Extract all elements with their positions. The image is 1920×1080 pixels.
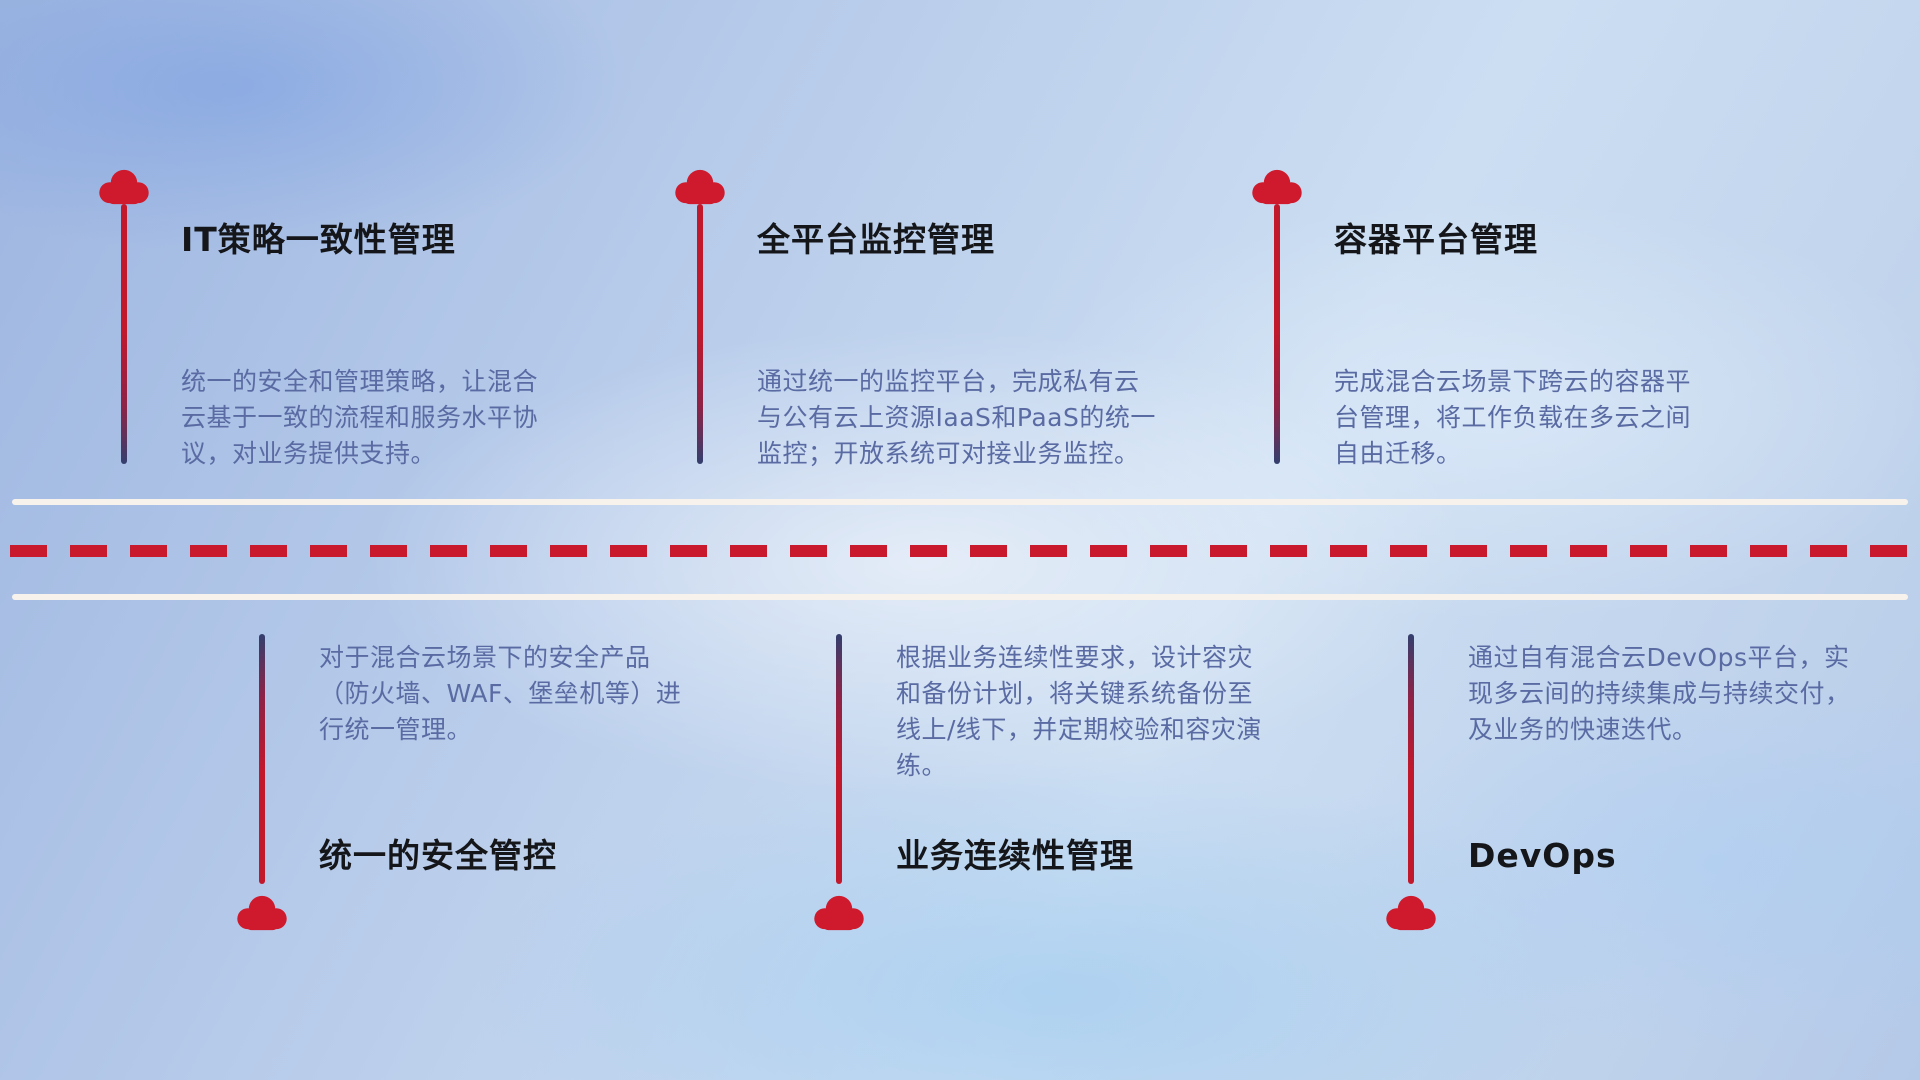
cloud-icon <box>1382 894 1440 932</box>
cloud-icon <box>1248 168 1306 206</box>
pin-line <box>1274 204 1280 464</box>
divider-line-bottom <box>12 594 1908 600</box>
pin-line <box>121 204 127 464</box>
pin-line <box>697 204 703 464</box>
divider-dashed-line <box>10 545 1910 557</box>
item-title: 全平台监控管理 <box>757 220 995 259</box>
cloud-icon <box>810 894 868 932</box>
cloud-icon <box>95 168 153 206</box>
cloud-icon <box>671 168 729 206</box>
item-description: 完成混合云场景下跨云的容器平台管理，将工作负载在多云之间自由迁移。 <box>1334 367 1692 468</box>
item-description: 通过统一的监控平台，完成私有云与公有云上资源IaaS和PaaS的统一监控；开放系… <box>757 367 1156 468</box>
pin-line <box>1408 634 1414 884</box>
pin-line <box>836 634 842 884</box>
item-description: 统一的安全和管理策略，让混合云基于一致的流程和服务水平协议，对业务提供支持。 <box>181 367 539 468</box>
pin-line <box>259 634 265 884</box>
item-title: 业务连续性管理 <box>896 836 1134 875</box>
item-title: 统一的安全管控 <box>319 836 557 875</box>
item-description: 对于混合云场景下的安全产品（防火墙、WAF、堡垒机等）进行统一管理。 <box>319 643 682 744</box>
item-title: 容器平台管理 <box>1334 220 1538 259</box>
item-description: 通过自有混合云DevOps平台，实现多云间的持续集成与持续交付，及业务的快速迭代… <box>1468 643 1851 744</box>
divider-line-top <box>12 499 1908 505</box>
item-description: 根据业务连续性要求，设计容灾和备份计划，将关键系统备份至线上/线下，并定期校验和… <box>896 643 1262 780</box>
cloud-icon <box>233 894 291 932</box>
item-title: DevOps <box>1468 836 1617 875</box>
item-title: IT策略一致性管理 <box>181 220 456 259</box>
